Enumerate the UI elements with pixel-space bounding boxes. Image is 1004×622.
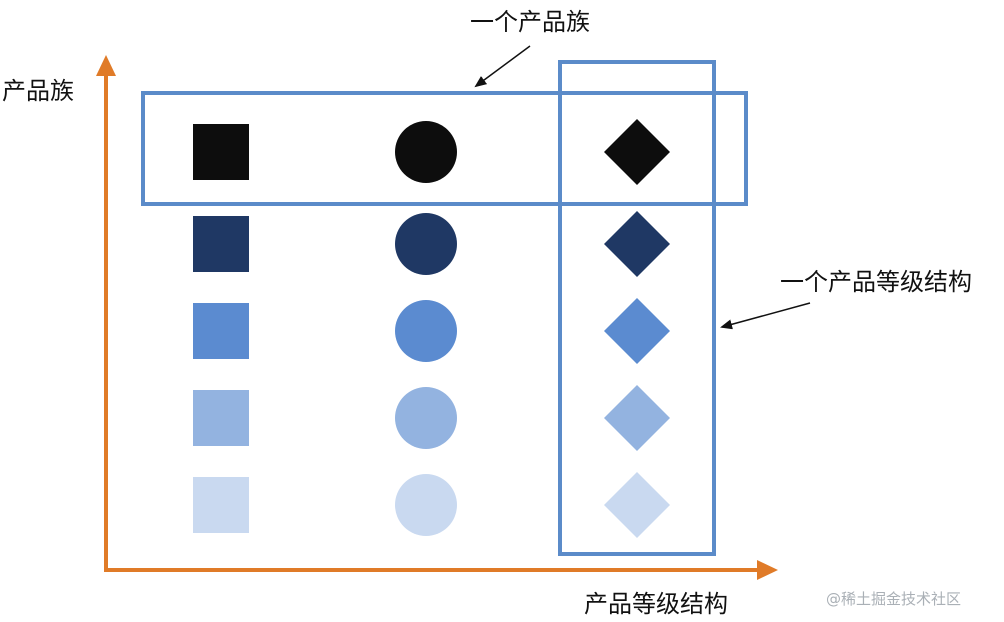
family-callout-arrow: [474, 45, 531, 88]
circle-shape-row-3: [395, 300, 457, 362]
square-shape-row-3: [193, 303, 249, 359]
circle-shape-row-2: [395, 213, 457, 275]
watermark: @稀土掘金技术社区: [826, 590, 961, 608]
structure-callout-label: 一个产品等级结构: [780, 268, 972, 296]
diamond-shape-row-1: [604, 119, 670, 185]
square-shape-row-4: [193, 390, 249, 446]
x-axis-arrowhead: [757, 560, 778, 580]
family-callout-label: 一个产品族: [470, 8, 590, 36]
structure-callout-arrow: [720, 302, 811, 330]
y-axis-label: 产品族: [2, 77, 74, 105]
diamond-shape-row-5: [604, 472, 670, 538]
product-structure-frame: [558, 60, 716, 556]
circle-shape-row-4: [395, 387, 457, 449]
square-shape-row-2: [193, 216, 249, 272]
circle-shape-row-5: [395, 474, 457, 536]
product-shapes: [193, 119, 670, 538]
product-family-frame: [141, 91, 748, 206]
diamond-shape-row-2: [604, 211, 670, 277]
circle-shape-row-1: [395, 121, 457, 183]
square-shape-row-5: [193, 477, 249, 533]
diamond-shape-row-4: [604, 385, 670, 451]
x-axis-label: 产品等级结构: [584, 590, 728, 618]
square-shape-row-1: [193, 124, 249, 180]
diamond-shape-row-3: [604, 298, 670, 364]
y-axis-arrowhead: [96, 55, 116, 76]
